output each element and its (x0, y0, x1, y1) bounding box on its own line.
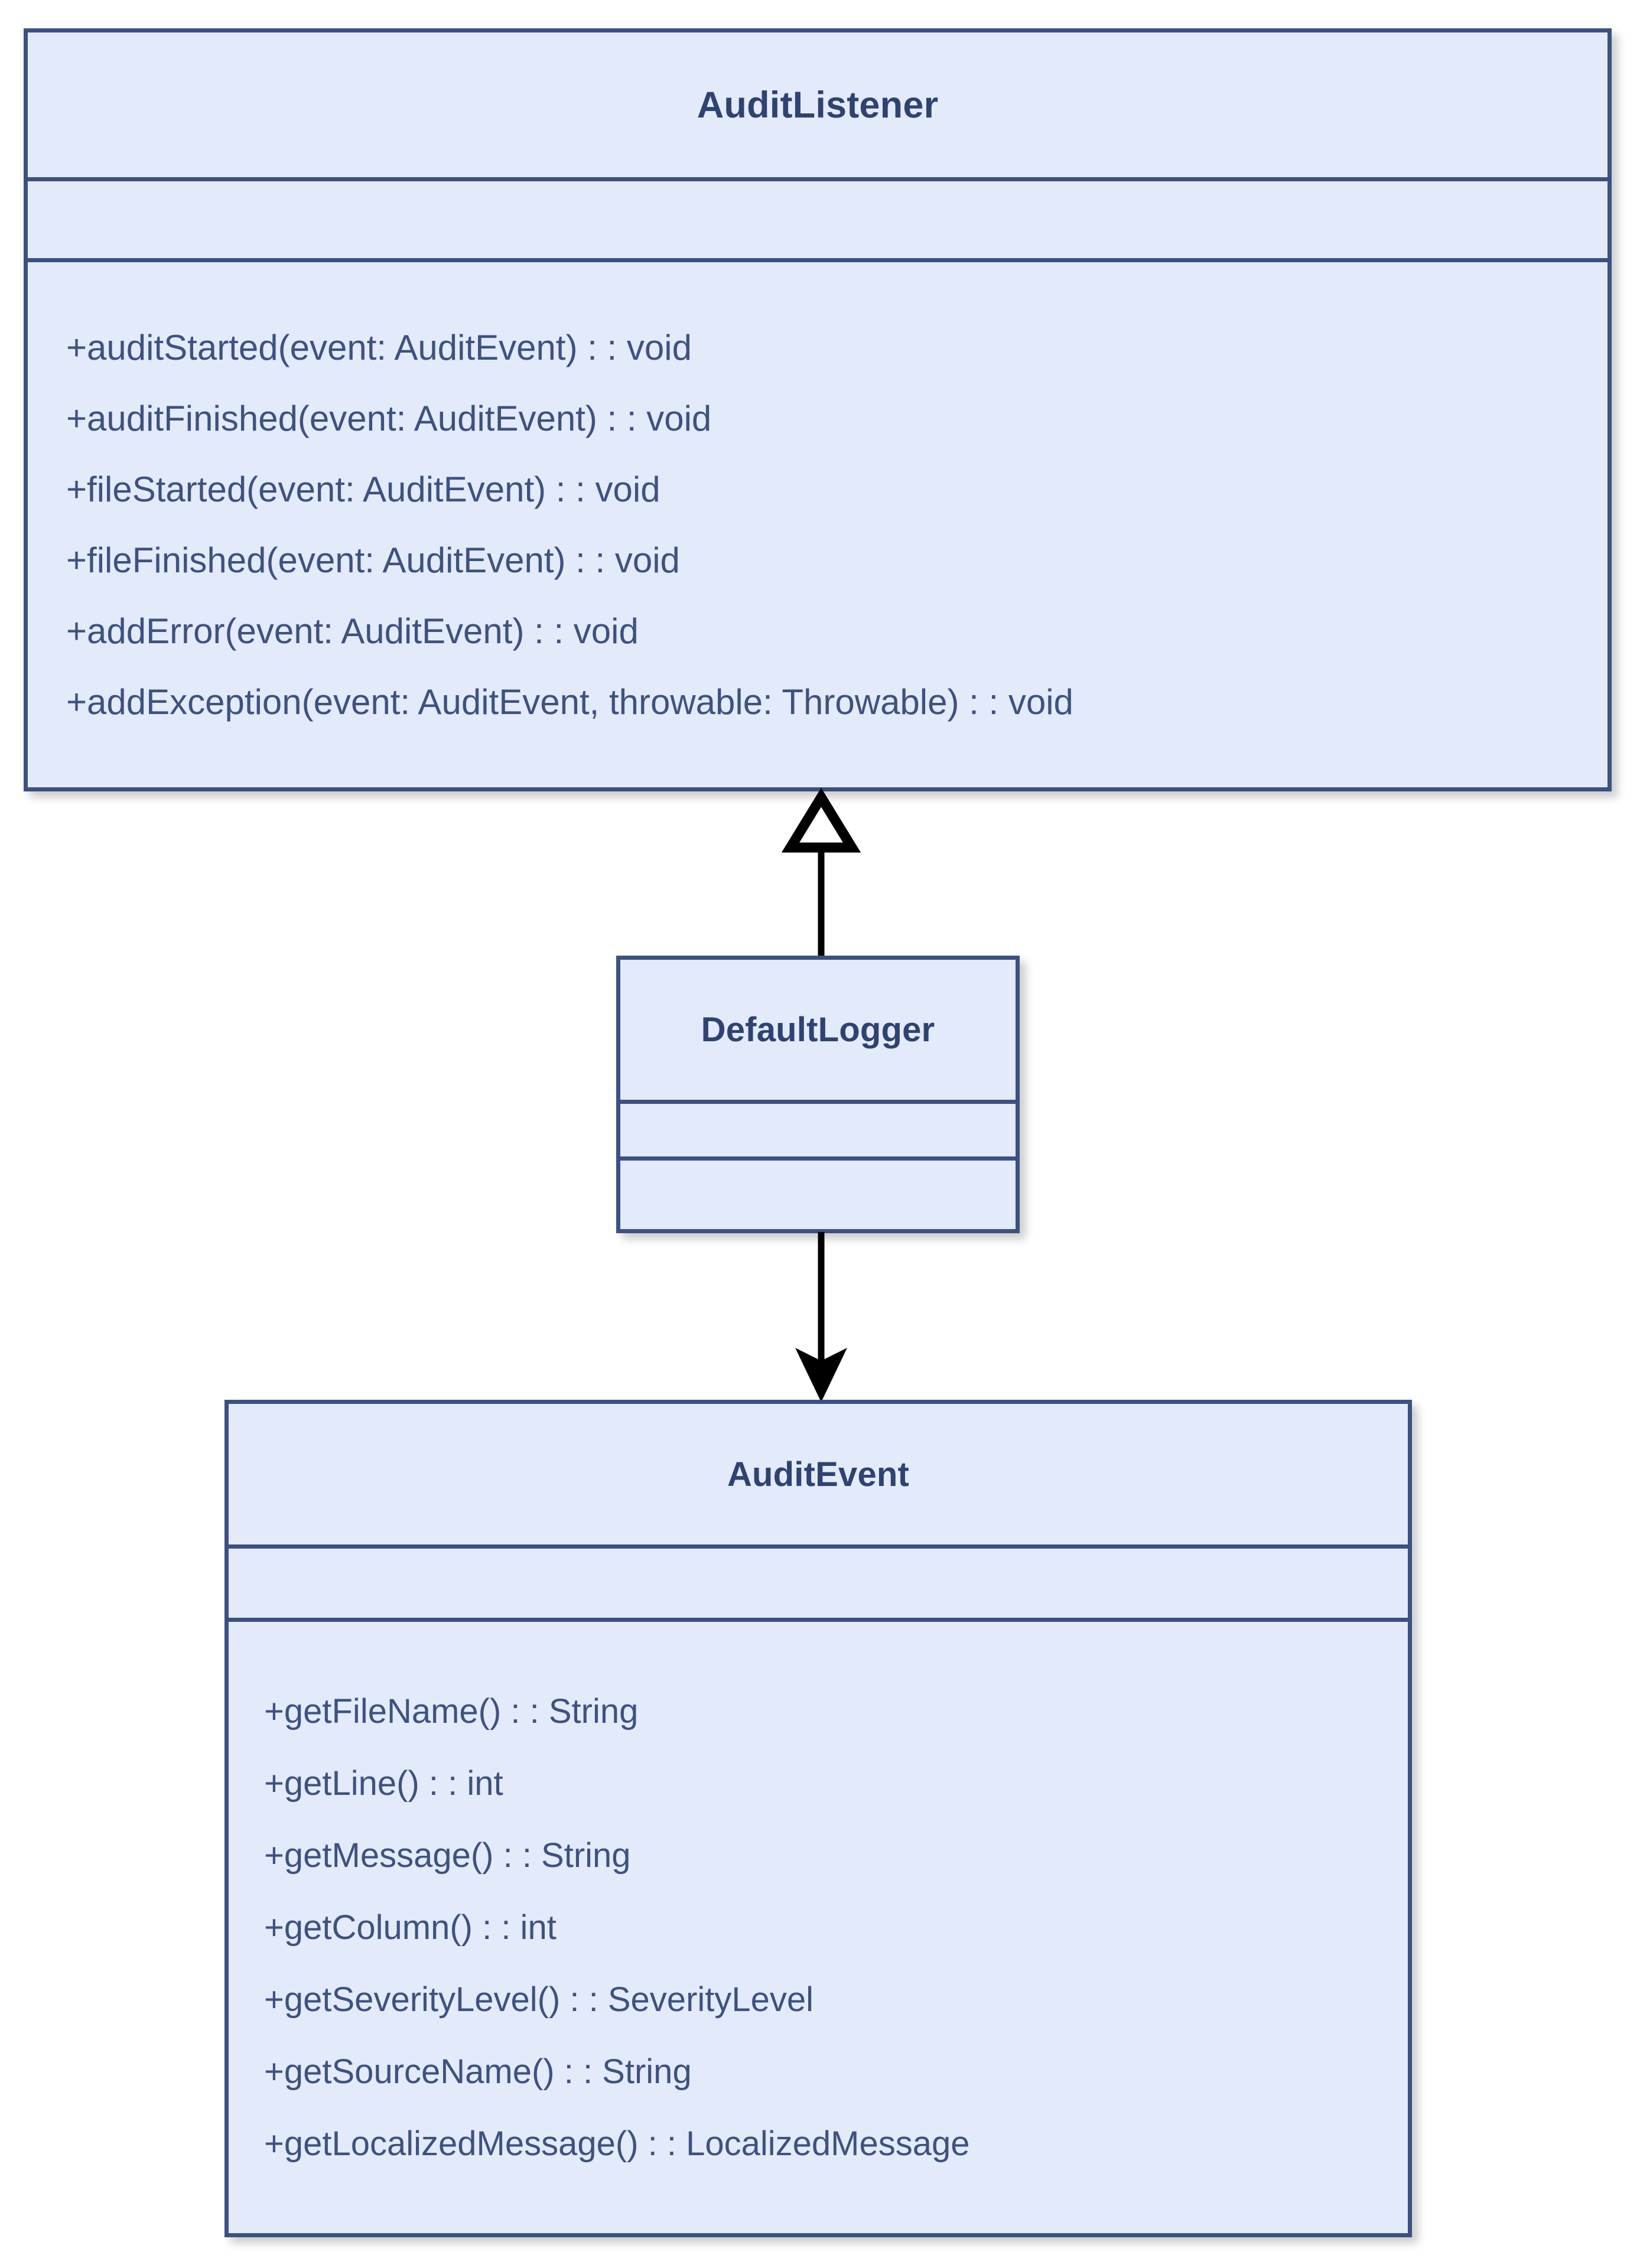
method-item: +auditFinished(event: AuditEvent) : : vo… (66, 398, 712, 438)
class-attributes-compartment (229, 1549, 1408, 1622)
class-methods-compartment: +auditStarted(event: AuditEvent) : : voi… (28, 262, 1608, 787)
solid-arrowhead-icon (795, 1348, 847, 1402)
class-name-audit-event: AuditEvent (727, 1455, 910, 1494)
method-item: +getLocalizedMessage() : : LocalizedMess… (264, 2124, 970, 2163)
class-attributes-compartment (620, 1104, 1016, 1161)
method-item: +addError(event: AuditEvent) : : void (66, 611, 639, 651)
class-box-default-logger[interactable]: DefaultLogger (616, 956, 1020, 1233)
method-item: +getMessage() : : String (264, 1836, 631, 1875)
class-box-audit-listener[interactable]: AuditListener +auditStarted(event: Audit… (24, 28, 1612, 791)
class-attributes-compartment (28, 181, 1608, 262)
method-item: +fileFinished(event: AuditEvent) : : voi… (66, 540, 680, 580)
class-title-compartment: DefaultLogger (620, 960, 1016, 1104)
method-item: +auditStarted(event: AuditEvent) : : voi… (66, 327, 692, 367)
method-item: +getSeverityLevel() : : SeverityLevel (264, 1980, 814, 2019)
method-item: +getLine() : : int (264, 1764, 503, 1803)
method-item: +getFileName() : : String (264, 1692, 639, 1731)
method-item: +getColumn() : : int (264, 1908, 557, 1947)
class-name-audit-listener: AuditListener (697, 84, 939, 126)
connector-generalization-arrow (781, 787, 861, 958)
class-title-compartment: AuditListener (28, 32, 1608, 181)
connector-dependency-arrow (795, 1232, 847, 1402)
class-box-audit-event[interactable]: AuditEvent +getFileName() : : String +ge… (224, 1400, 1412, 2237)
hollow-triangle-arrowhead-icon (781, 787, 861, 853)
method-item: +addException(event: AuditEvent, throwab… (66, 682, 1073, 722)
method-item: +getSourceName() : : String (264, 2052, 692, 2091)
class-title-compartment: AuditEvent (229, 1404, 1408, 1549)
method-item: +fileStarted(event: AuditEvent) : : void (66, 469, 660, 509)
class-methods-compartment (620, 1161, 1016, 1229)
class-name-default-logger: DefaultLogger (701, 1011, 935, 1049)
class-methods-compartment: +getFileName() : : String +getLine() : :… (229, 1622, 1408, 2233)
